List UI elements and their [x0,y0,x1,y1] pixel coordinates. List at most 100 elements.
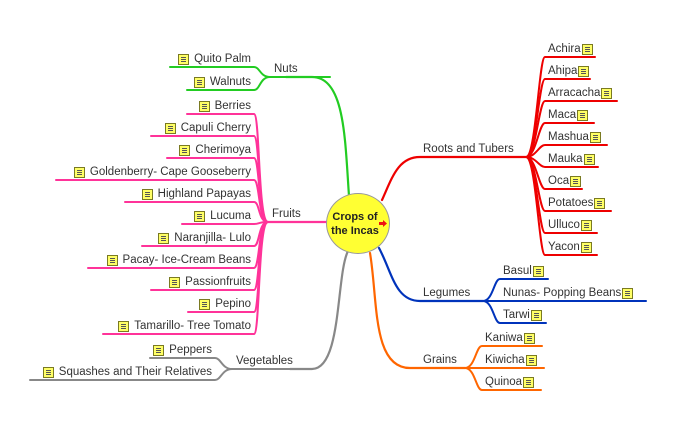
fruits-item-label: Passionfruits [185,276,251,288]
fruits-item[interactable]: Goldenberry- Cape Gooseberry [73,165,251,179]
vegetables-topic[interactable]: Vegetables [236,354,293,368]
note-icon[interactable] [580,241,592,253]
roots-item-label: Mashua [548,131,589,143]
nuts-trunk [284,75,351,198]
note-icon[interactable] [622,287,634,299]
note-icon[interactable] [178,53,190,65]
roots-item[interactable]: Mashua [548,130,601,144]
note-icon[interactable] [153,344,165,356]
roots-item[interactable]: Mauka [548,152,595,166]
fruits-item[interactable]: Pepino [199,297,251,311]
note-icon[interactable] [525,354,537,366]
roots-child-connector [525,156,598,256]
grains-item-label: Kaniwa [485,332,523,344]
arrow-right-icon[interactable] [379,220,387,227]
nuts-item[interactable]: Walnuts [193,75,251,89]
grains-topic[interactable]: Grains [423,353,457,367]
roots-item[interactable]: Oca [548,174,582,188]
legumes-item[interactable]: Basul [503,264,544,278]
roots-item[interactable]: Maca [548,108,589,122]
roots-item-label: Potatoes [548,197,594,209]
grains-topic-label: Grains [423,354,457,366]
note-icon[interactable] [523,332,535,344]
roots-item-label: Oca [548,175,570,187]
fruits-item-label: Pacay- Ice-Cream Beans [122,254,251,266]
fruits-item[interactable]: Berries [198,99,251,113]
vegetables-child-connector [29,368,233,381]
note-icon[interactable] [199,298,211,310]
note-icon[interactable] [42,366,54,378]
nuts-topic[interactable]: Nuts [274,62,298,76]
roots-item[interactable]: Ahipa [548,64,590,78]
legumes-item[interactable]: Tarwi [503,308,542,322]
note-icon[interactable] [577,109,589,121]
fruits-item[interactable]: Highland Papayas [141,187,251,201]
grains-item[interactable]: Quinoa [485,375,535,389]
fruits-item-label: Capuli Cherry [180,122,251,134]
fruits-child-connector [102,221,269,335]
legumes-child-connector [482,300,547,324]
fruits-item[interactable]: Naranjilla- Lulo [158,231,251,245]
legumes-item-label: Basul [503,265,532,277]
note-icon[interactable] [532,265,544,277]
note-icon[interactable] [601,87,613,99]
note-icon[interactable] [530,309,542,321]
note-icon[interactable] [194,210,206,222]
fruits-item-label: Highland Papayas [157,188,251,200]
fruits-item[interactable]: Tamarillo- Tree Tomato [118,319,251,333]
note-icon[interactable] [583,153,595,165]
vegetables-item[interactable]: Peppers [153,343,212,357]
note-icon[interactable] [580,219,592,231]
note-icon[interactable] [169,276,181,288]
grains-item[interactable]: Kiwicha [485,353,537,367]
vegetables-item-label: Squashes and Their Relatives [58,366,212,378]
nuts-item-label: Quito Palm [194,53,251,65]
note-icon[interactable] [164,122,176,134]
note-icon[interactable] [118,320,130,332]
fruits-item[interactable]: Pacay- Ice-Cream Beans [106,253,251,267]
note-icon[interactable] [106,254,118,266]
roots-item[interactable]: Achira [548,42,593,56]
note-icon[interactable] [578,65,590,77]
fruits-item[interactable]: Passionfruits [169,275,251,289]
central-topic[interactable]: Crops of the Incas [326,193,390,254]
fruits-item[interactable]: Cherimoya [179,143,251,157]
legumes-item[interactable]: Nunas- Popping Beans [503,286,634,300]
roots-item[interactable]: Potatoes [548,196,606,210]
note-icon[interactable] [523,376,535,388]
note-icon[interactable] [73,166,85,178]
note-icon[interactable] [179,144,191,156]
legumes-topic[interactable]: Legumes [423,286,470,300]
roots-item-label: Yacon [548,241,580,253]
note-icon[interactable] [581,43,593,55]
roots-item-label: Mauka [548,153,583,165]
fruits-item[interactable]: Capuli Cherry [164,121,251,135]
roots-topic[interactable]: Roots and Tubers [423,142,514,156]
note-icon[interactable] [193,76,205,88]
grains-item-label: Kiwicha [485,354,525,366]
roots-item[interactable]: Yacon [548,240,592,254]
nuts-item[interactable]: Quito Palm [178,52,251,66]
central-topic-label: Crops of the Incas [331,210,379,237]
grains-item[interactable]: Kaniwa [485,331,535,345]
roots-item[interactable]: Ulluco [548,218,592,232]
fruits-item-label: Goldenberry- Cape Gooseberry [89,166,251,178]
note-icon[interactable] [594,197,606,209]
roots-item[interactable]: Arracacha [548,86,613,100]
roots-topic-label: Roots and Tubers [423,143,514,155]
fruits-item-label: Lucuma [210,210,251,222]
vegetables-trunk [288,249,350,371]
fruits-topic[interactable]: Fruits [272,207,301,221]
note-icon[interactable] [589,131,601,143]
fruits-item[interactable]: Lucuma [194,209,251,223]
vegetables-item[interactable]: Squashes and Their Relatives [42,365,212,379]
note-icon[interactable] [198,100,210,112]
note-icon[interactable] [158,232,170,244]
fruits-topic-label: Fruits [272,208,301,220]
legumes-trunk [377,246,485,303]
grains-child-connector [464,367,542,391]
note-icon[interactable] [570,175,582,187]
nuts-item-label: Walnuts [209,76,251,88]
note-icon[interactable] [141,188,153,200]
